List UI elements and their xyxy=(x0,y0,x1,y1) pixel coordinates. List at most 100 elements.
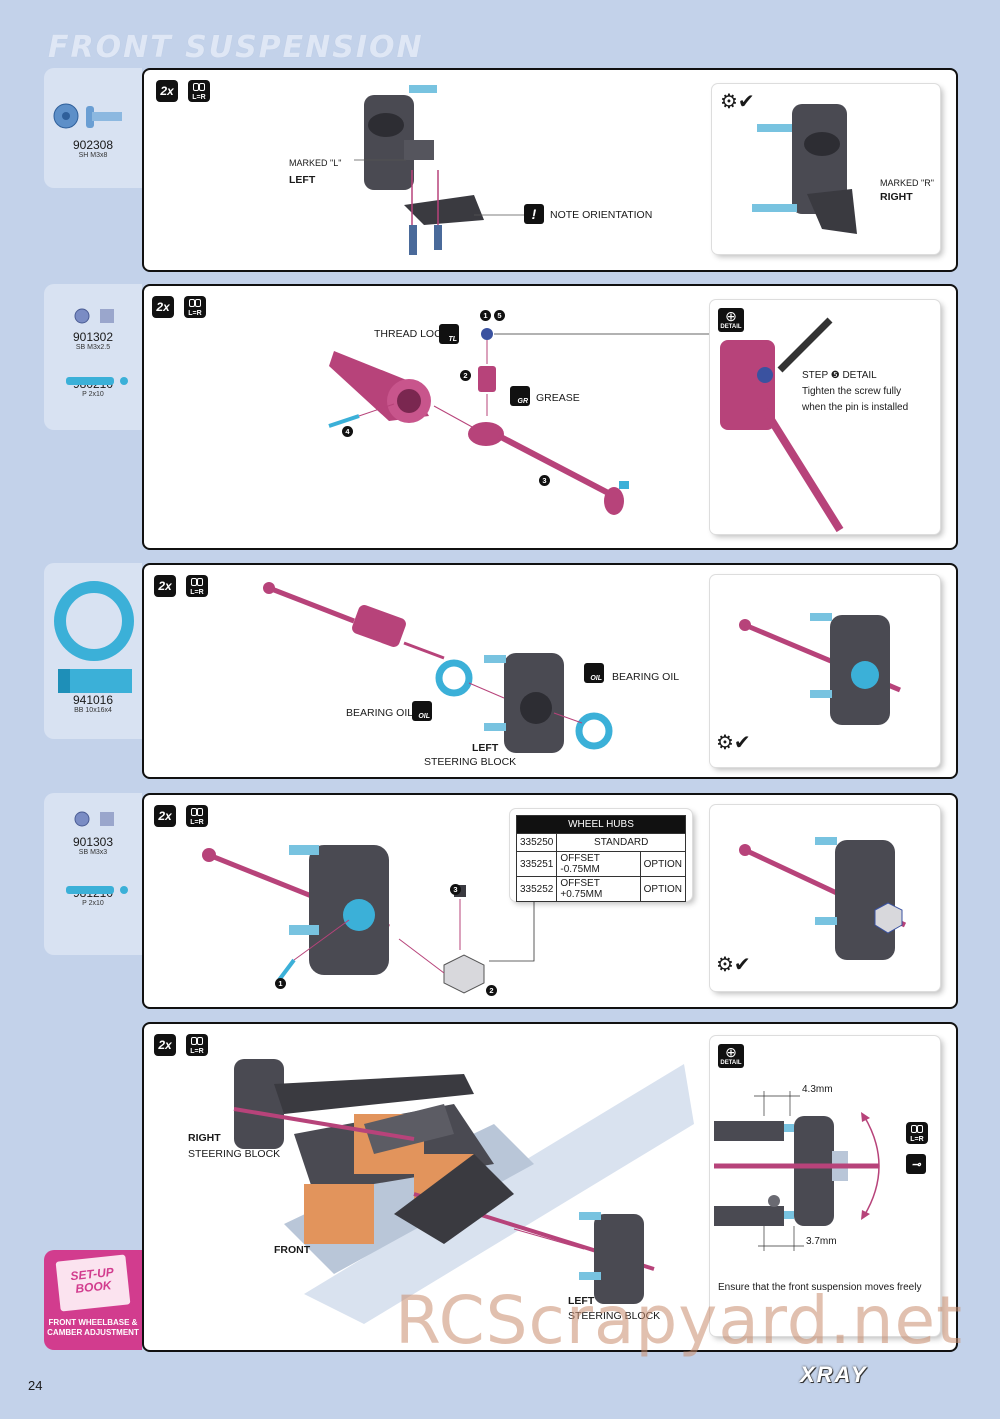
setup-book-icon: SET-UP BOOK xyxy=(55,1254,131,1312)
part-code: 901303 xyxy=(72,835,114,849)
pin-icon xyxy=(66,886,128,894)
inset-step3-result: ⚙✔ xyxy=(710,575,940,767)
drive-shaft-assembly-illustration xyxy=(328,328,884,515)
grease-label: GREASE xyxy=(536,392,580,404)
step-panel-3: 2x L=R BEARING OIL OIL OIL BEARING OIL L… xyxy=(142,563,958,779)
parts-bag-step3: 941016 BB 10x16x4 xyxy=(44,563,142,739)
screw-icon xyxy=(53,103,122,129)
step-number-1: 1 xyxy=(275,978,286,989)
step-number-3: 3 xyxy=(539,475,550,486)
setup-book-caption: FRONT WHEELBASE & CAMBER ADJUSTMENT xyxy=(47,1318,139,1337)
step5-detail-line2: when the pin is installed xyxy=(802,402,909,413)
right-label: RIGHT xyxy=(880,191,913,203)
table-title: WHEEL HUBS xyxy=(516,815,686,834)
quantity-badge: 2x xyxy=(154,805,176,827)
ball-bearing-icon xyxy=(54,581,134,693)
gear-check-icon: ⚙✔ xyxy=(716,954,751,976)
table-leader-line xyxy=(489,895,535,962)
parts-bag-step1: 902308 SH M3x8 xyxy=(44,68,142,188)
gear-check-icon: ⚙✔ xyxy=(716,732,751,754)
thread-lock-label: THREAD LOCK xyxy=(374,328,449,340)
left-label: LEFT xyxy=(289,174,316,186)
part-spec: SH M3x8 xyxy=(78,152,108,159)
setscrew-icon xyxy=(74,811,114,827)
step-panel-4: 2x L=R 1 2 3 WHEEL HUBS 335250 STANDARD … xyxy=(142,793,958,1009)
inset-step4-result: ⚙✔ xyxy=(710,805,940,991)
front-label: FRONT xyxy=(274,1244,311,1256)
left-equals-right-icon: L=R xyxy=(186,805,208,827)
parts-bag-step4: 901303 SB M3x3 981210 P 2x10 xyxy=(44,793,142,955)
quantity-badge: 2x xyxy=(156,80,178,102)
step-number-2: 2 xyxy=(460,370,471,381)
chassis-front-assembly-illustration xyxy=(233,1059,694,1324)
steering-knuckle-right-illustration xyxy=(752,104,857,234)
right-label: RIGHT xyxy=(188,1132,221,1144)
left-label: LEFT xyxy=(568,1295,595,1307)
steering-knuckle-left-illustration xyxy=(354,85,524,255)
quantity-badge: 2x xyxy=(152,296,174,318)
table-cell-desc: STANDARD xyxy=(556,833,686,852)
step-panel-1: 2x L=R MARKED "L" LEFT ! NOTE ORIENTATIO… xyxy=(142,68,958,272)
page-title: FRONT SUSPENSION xyxy=(48,30,424,65)
steering-block-label-left: STEERING BLOCK xyxy=(568,1310,661,1322)
left-equals-right-icon: L=R xyxy=(906,1122,928,1144)
step5-detail-title: STEP ❺ DETAIL xyxy=(802,370,877,381)
parts-bag-step2: 901302 SB M3x2.5 980210 P 2x10 xyxy=(44,284,142,430)
part-code: 901302 xyxy=(72,330,114,344)
part-spec: SB M3x2.5 xyxy=(75,344,111,351)
gear-check-icon: ⚙✔ xyxy=(720,91,755,113)
part-code: 941016 xyxy=(72,693,114,707)
marked-l-label: MARKED "L" xyxy=(289,158,342,168)
watermark: RCScrapyard.net xyxy=(395,1282,963,1359)
table-row: 335250 STANDARD xyxy=(515,833,686,852)
thread-lock-icon: TL xyxy=(439,324,459,344)
step-number-2: 2 xyxy=(486,985,497,996)
step-panel-5: 2x L=R RIGHT STEERING BLOCK FRONT LEFT S… xyxy=(142,1022,958,1352)
setscrew-icon xyxy=(74,308,114,324)
table-cell-code: 335250 xyxy=(515,833,558,852)
forward-arrow-icon: ⊸ xyxy=(906,1154,926,1174)
bearing-oil-label-left: BEARING OIL xyxy=(346,707,414,719)
warning-icon: ! xyxy=(524,204,544,224)
step-number-1: 1 xyxy=(480,310,491,321)
pin-icon xyxy=(66,377,128,385)
wheel-hubs-table-box: WHEEL HUBS 335250 STANDARD 335251 OFFSET… xyxy=(510,809,692,902)
table-cell-code: 335252 xyxy=(515,876,558,902)
steering-block-label: STEERING BLOCK xyxy=(424,756,517,768)
wheel-hubs-table: WHEEL HUBS 335250 STANDARD 335251 OFFSET… xyxy=(515,815,687,902)
table-cell-option: OPTION xyxy=(639,876,687,902)
left-equals-right-icon: L=R xyxy=(186,575,208,597)
step-number-5: 5 xyxy=(494,310,505,321)
table-cell-code: 335251 xyxy=(515,851,558,877)
step-panel-2: 2x L=R THREAD LOCK TL 1 5 2 GR GREASE 3 … xyxy=(142,284,958,550)
inset-camber-detail: ⊕DETAIL 4.3mm 3.7mm L=R ⊸ Ensure that th… xyxy=(710,1036,940,1336)
part-spec: BB 10x16x4 xyxy=(74,707,112,714)
free-movement-note: Ensure that the front suspension moves f… xyxy=(718,1282,922,1293)
part-spec: SB M3x3 xyxy=(78,849,108,856)
oil-icon: OIL xyxy=(584,663,604,683)
table-row: 335252 OFFSET +0.75MM OPTION xyxy=(515,876,687,902)
dimension-top-label: 4.3mm xyxy=(802,1084,833,1095)
detail-icon: ⊕DETAIL xyxy=(718,1044,744,1068)
marked-r-label: MARKED "R" xyxy=(880,178,934,188)
oil-icon: OIL xyxy=(412,701,432,721)
step5-detail-line1: Tighten the screw fully xyxy=(802,386,902,397)
steering-block-bearing-illustration xyxy=(263,582,613,753)
step-number-4: 4 xyxy=(342,426,353,437)
inset-step5-detail: ⊕DETAIL STEP ❺ DETAIL Tighten the screw … xyxy=(710,300,940,534)
left-label: LEFT xyxy=(472,742,499,754)
wheel-hub-assembly-illustration xyxy=(202,845,485,994)
quantity-badge: 2x xyxy=(154,575,176,597)
quantity-badge: 2x xyxy=(154,1034,176,1056)
setup-book-reference[interactable]: SET-UP BOOK FRONT WHEELBASE & CAMBER ADJ… xyxy=(44,1250,142,1350)
table-row: 335251 OFFSET -0.75MM OPTION xyxy=(515,851,687,877)
left-equals-right-icon: L=R xyxy=(188,80,210,102)
part-spec: P 2x10 xyxy=(82,900,104,907)
step-number-3: 3 xyxy=(450,884,461,895)
part-code: 902308 xyxy=(72,138,114,152)
hub-assembled-illustration xyxy=(739,837,907,960)
brand-logo: XRAY xyxy=(800,1362,868,1387)
steering-block-assembled-illustration xyxy=(739,613,901,725)
note-orientation-label: NOTE ORIENTATION xyxy=(550,209,653,221)
dimension-bottom-label: 3.7mm xyxy=(806,1236,837,1247)
